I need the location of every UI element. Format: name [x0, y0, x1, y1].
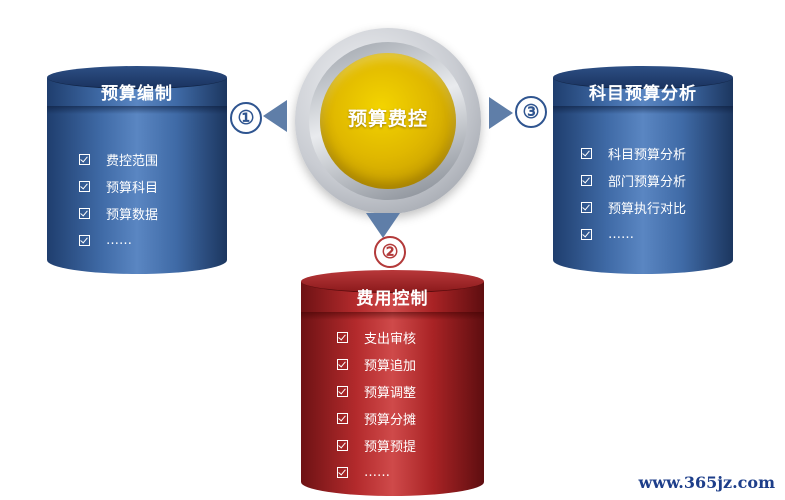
- cost-control-title: 费用控制: [356, 289, 429, 309]
- step-number-3: ③: [515, 96, 547, 128]
- checkbox-icon: [337, 386, 348, 397]
- subject-analysis-cylinder: 科目预算分析 科目预算分析 部门预算分析 预算执行对比 ……: [553, 66, 733, 274]
- checkbox-icon: [581, 175, 592, 186]
- budget-prep-list: 费控范围 预算科目 预算数据 ……: [79, 146, 158, 254]
- list-item-label: 预算调整: [364, 386, 417, 401]
- watermark: www.365jz.com: [638, 473, 775, 492]
- step-number-1: ①: [230, 102, 262, 134]
- list-item: 预算追加: [337, 351, 416, 378]
- checkbox-icon: [79, 181, 90, 192]
- list-item-label: 预算科目: [106, 181, 159, 196]
- list-item: ……: [79, 227, 158, 254]
- center-hub: 预算费控: [295, 28, 481, 214]
- arrow-right-icon: [489, 97, 513, 129]
- arrow-left-icon: [263, 100, 287, 132]
- budget-prep-cylinder: 预算编制 费控范围 预算科目 预算数据 ……: [47, 66, 227, 274]
- checkbox-icon: [79, 154, 90, 165]
- checkbox-icon: [79, 208, 90, 219]
- checkbox-icon: [337, 413, 348, 424]
- cylinder-top: [47, 66, 227, 89]
- list-item: 支出审核: [337, 324, 416, 351]
- list-item-label: ……: [106, 233, 132, 248]
- cost-control-list: 支出审核 预算追加 预算调整 预算分摊 预算预提 ……: [337, 324, 416, 486]
- list-item: 预算科目: [79, 173, 158, 200]
- list-item-label: 预算执行对比: [608, 202, 687, 217]
- list-item: 预算执行对比: [581, 194, 686, 221]
- cylinder-top: [301, 270, 484, 293]
- checkbox-icon: [337, 359, 348, 370]
- checkbox-icon: [79, 235, 90, 246]
- list-item: 预算调整: [337, 378, 416, 405]
- list-item: 费控范围: [79, 146, 158, 173]
- list-item-label: 科目预算分析: [608, 148, 687, 163]
- checkbox-icon: [581, 229, 592, 240]
- list-item-label: 预算分摊: [364, 413, 417, 428]
- checkbox-icon: [581, 202, 592, 213]
- list-item-label: 预算数据: [106, 208, 159, 223]
- subject-analysis-title: 科目预算分析: [589, 84, 697, 104]
- cost-control-cylinder: 费用控制 支出审核 预算追加 预算调整 预算分摊 预算预提 ……: [301, 270, 484, 496]
- checkbox-icon: [337, 440, 348, 451]
- list-item-label: 预算追加: [364, 359, 417, 374]
- list-item: 部门预算分析: [581, 167, 686, 194]
- list-item-label: ……: [608, 227, 634, 242]
- list-item: ……: [337, 459, 416, 486]
- list-item: 预算数据: [79, 200, 158, 227]
- checkbox-icon: [581, 148, 592, 159]
- step-number-2: ②: [374, 236, 406, 268]
- hub-label: 预算费控: [347, 108, 428, 130]
- checkbox-icon: [337, 332, 348, 343]
- list-item: ……: [581, 221, 686, 248]
- subject-analysis-list: 科目预算分析 部门预算分析 预算执行对比 ……: [581, 140, 686, 248]
- cylinder-band: [553, 106, 733, 114]
- list-item-label: 部门预算分析: [608, 175, 687, 190]
- list-item-label: 费控范围: [106, 154, 159, 169]
- checkbox-icon: [337, 467, 348, 478]
- list-item-label: 支出审核: [364, 332, 417, 347]
- hub-core: [320, 53, 456, 189]
- budget-prep-title: 预算编制: [101, 84, 173, 104]
- cylinder-band: [47, 106, 227, 114]
- arrow-down-icon: [366, 213, 400, 238]
- list-item-label: 预算预提: [364, 440, 417, 455]
- list-item-label: ……: [364, 465, 390, 480]
- list-item: 科目预算分析: [581, 140, 686, 167]
- cylinder-top: [553, 66, 733, 89]
- cylinder-band: [301, 312, 484, 320]
- list-item: 预算预提: [337, 432, 416, 459]
- list-item: 预算分摊: [337, 405, 416, 432]
